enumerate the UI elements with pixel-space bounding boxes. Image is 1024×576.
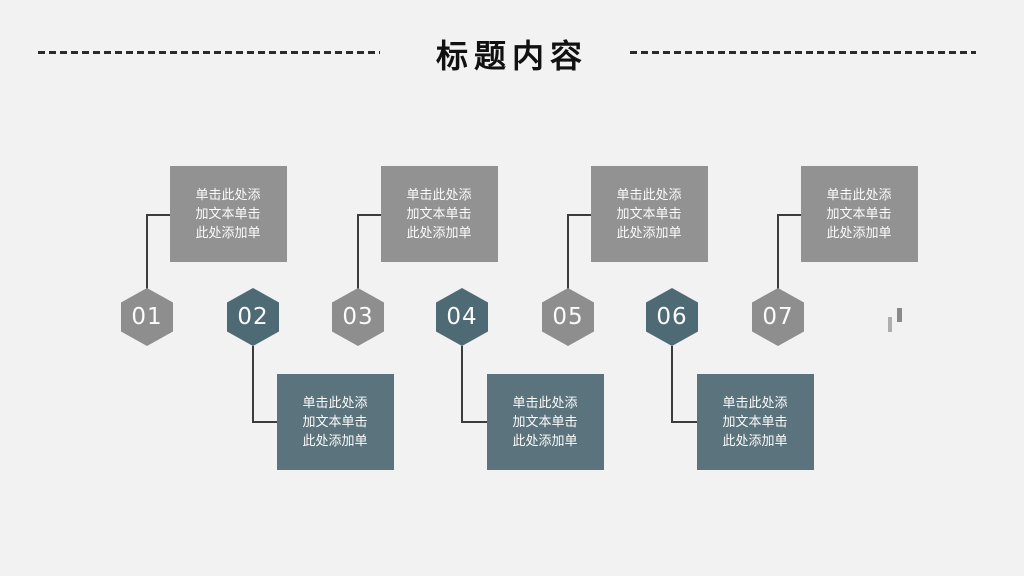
hexagon-step-5[interactable]: 05 (542, 288, 594, 346)
connector-horizontal-3 (357, 214, 382, 216)
placeholder-text: 单击此处添加文本单击此处添加单 (302, 395, 368, 449)
left-dashed-line (38, 51, 380, 54)
placeholder-text: 单击此处添加文本单击此处添加单 (512, 395, 578, 449)
placeholder-text: 单击此处添加文本单击此处添加单 (722, 395, 788, 449)
placeholder-text: 单击此处添加文本单击此处添加单 (826, 187, 892, 241)
hexagon-step-4[interactable]: 04 (436, 288, 488, 346)
connector-vertical-7 (777, 214, 779, 290)
placeholder-text-box-3[interactable]: 单击此处添加文本单击此处添加单 (381, 166, 498, 262)
placeholder-text-box-1[interactable]: 单击此处添加文本单击此处添加单 (170, 166, 287, 262)
placeholder-text-box-5[interactable]: 单击此处添加文本单击此处添加单 (591, 166, 708, 262)
placeholder-text: 单击此处添加文本单击此处添加单 (406, 187, 472, 241)
connector-vertical-1 (146, 214, 148, 290)
step-number: 01 (131, 304, 163, 330)
connector-horizontal-4 (461, 421, 488, 423)
connector-vertical-4 (461, 346, 463, 423)
page-title[interactable]: 标题内容 (435, 37, 588, 75)
hexagon-step-6[interactable]: 06 (646, 288, 698, 346)
connector-vertical-2 (252, 346, 254, 423)
step-number: 02 (237, 304, 269, 330)
right-dashed-line (630, 51, 976, 54)
connector-vertical-5 (567, 214, 569, 290)
placeholder-text-box-2[interactable]: 单击此处添加文本单击此处添加单 (277, 374, 394, 470)
bar-icon-dark (897, 308, 902, 322)
hexagon-step-7[interactable]: 07 (752, 288, 804, 346)
bar-icon-light (888, 317, 892, 332)
step-number: 03 (342, 304, 374, 330)
connector-horizontal-7 (777, 214, 802, 216)
step-number: 07 (762, 304, 794, 330)
placeholder-text: 单击此处添加文本单击此处添加单 (195, 187, 261, 241)
hexagon-step-3[interactable]: 03 (332, 288, 384, 346)
connector-horizontal-5 (567, 214, 592, 216)
hexagon-step-2[interactable]: 02 (227, 288, 279, 346)
connector-horizontal-6 (671, 421, 698, 423)
connector-vertical-6 (671, 346, 673, 423)
step-number: 06 (656, 304, 688, 330)
placeholder-text: 单击此处添加文本单击此处添加单 (616, 187, 682, 241)
connector-horizontal-1 (146, 214, 171, 216)
connector-vertical-3 (357, 214, 359, 290)
step-number: 04 (446, 304, 478, 330)
hexagon-step-1[interactable]: 01 (121, 288, 173, 346)
placeholder-text-box-6[interactable]: 单击此处添加文本单击此处添加单 (697, 374, 814, 470)
mini-bars-icon (888, 308, 904, 333)
placeholder-text-box-7[interactable]: 单击此处添加文本单击此处添加单 (801, 166, 918, 262)
placeholder-text-box-4[interactable]: 单击此处添加文本单击此处添加单 (487, 374, 604, 470)
connector-horizontal-2 (252, 421, 278, 423)
step-number: 05 (552, 304, 584, 330)
